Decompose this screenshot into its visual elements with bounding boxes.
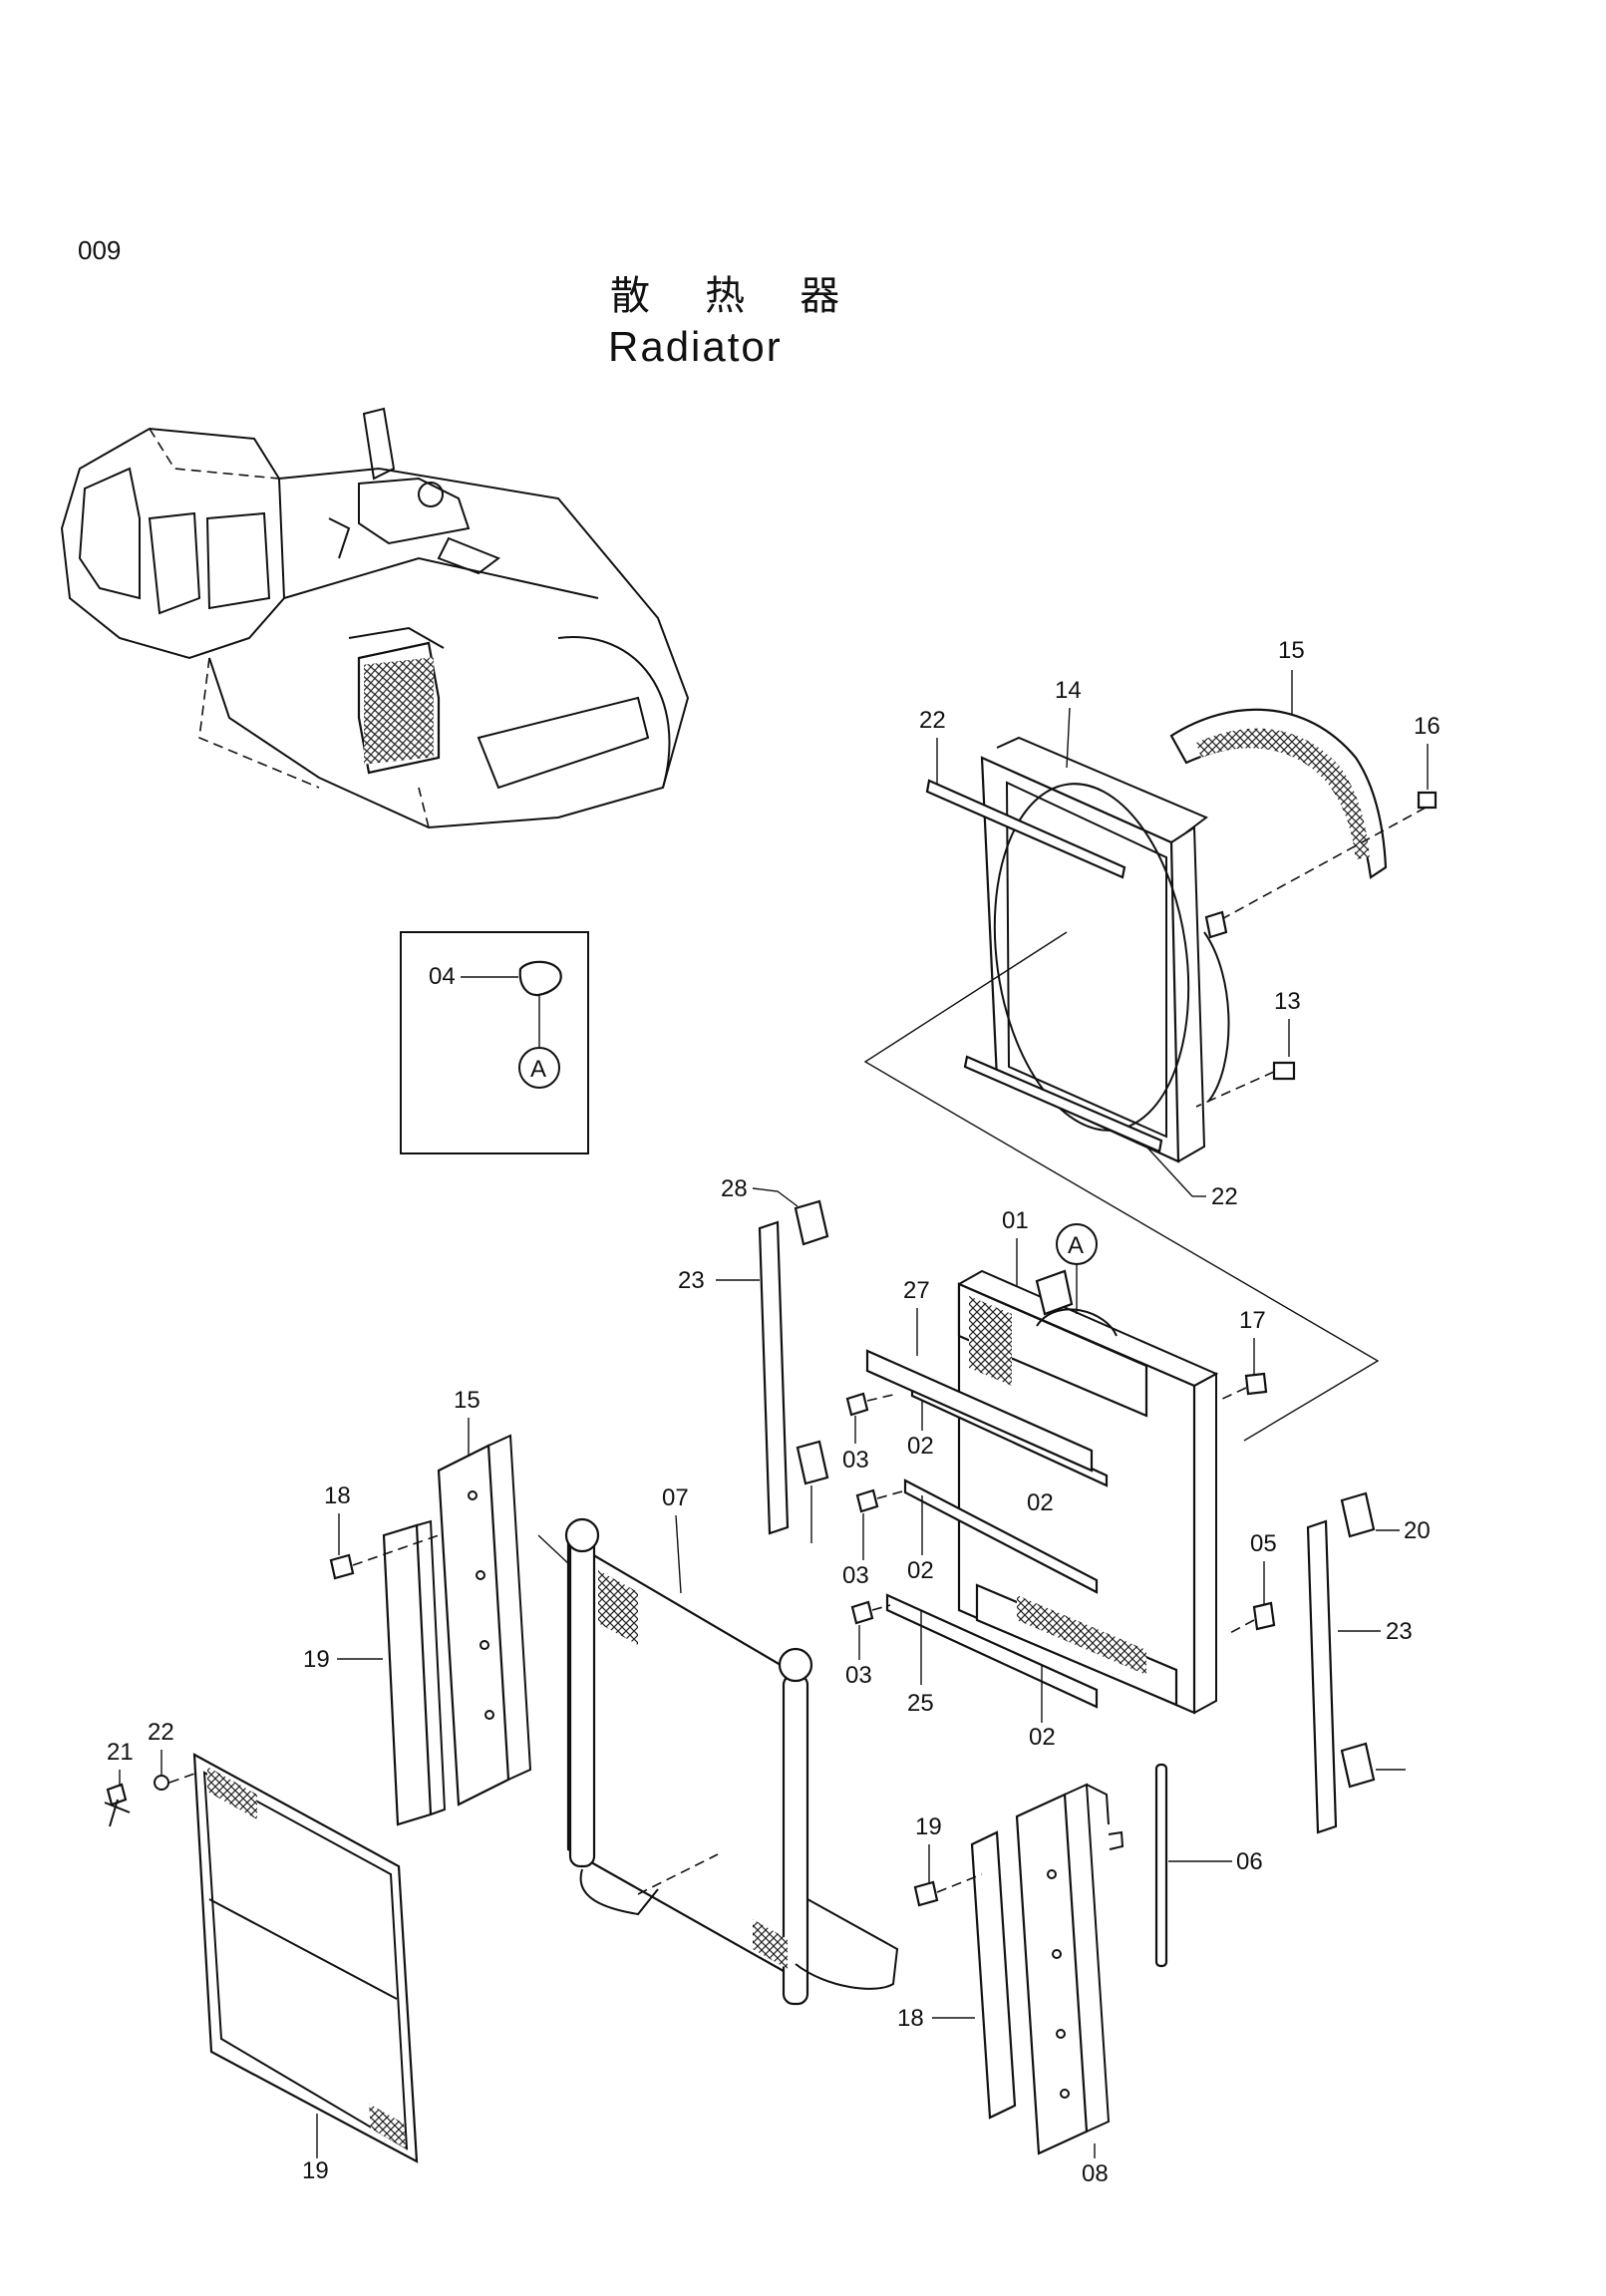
callout-07: 07 [662, 1484, 689, 1511]
callout-03-a: 03 [842, 1447, 869, 1474]
callout-11: 16 [1414, 713, 1441, 740]
title-english: Radiator [608, 323, 783, 370]
right-bracket-assembly: 08 18 19 [897, 1783, 1124, 2187]
callout-03-c: 03 [845, 1662, 872, 1689]
callout-18: 19 [302, 2157, 329, 2184]
oil-cooler-assembly: 07 [537, 1484, 899, 2006]
title-chinese: 散 热 器 [610, 274, 861, 318]
callout-10: 15 [1278, 637, 1305, 664]
callout-22-top: 22 [919, 707, 946, 734]
callout-02-c: 02 [1029, 1724, 1056, 1751]
radiator-core-assembly: 01 A 27 25 02 02 02 02 03 03 [842, 1207, 1277, 1751]
callout-20: 21 [107, 1739, 134, 1766]
left-bracket-assembly: 15 19 18 [303, 1387, 532, 1826]
callout-05: 05 [1250, 1530, 1277, 1557]
detail-marker-a-circle [518, 1047, 560, 1089]
callout-03-b: 03 [842, 1562, 869, 1589]
callout-16: 18 [897, 2005, 924, 2032]
fan-shroud-assembly: 22 22 14 15 16 13 [863, 637, 1441, 1442]
callout-14: 17 [1239, 1307, 1266, 1334]
callout-01: 01 [1002, 1207, 1029, 1234]
callout-24: 25 [907, 1690, 934, 1717]
detail-box-a: 04 A [400, 931, 589, 1154]
callout-15-right: 19 [915, 1813, 942, 1840]
callout-12: 08 [1082, 2160, 1109, 2187]
callout-25: 27 [903, 1277, 930, 1304]
callout-13: 15 [454, 1387, 481, 1414]
callout-09: 13 [1274, 988, 1301, 1015]
callout-02-a: 02 [907, 1433, 934, 1460]
page-number: 009 [78, 235, 121, 265]
detail-marker-a-label: A [530, 1056, 546, 1083]
callout-08: 14 [1055, 677, 1082, 704]
excavator-overview-drawing [60, 407, 690, 829]
callout-02-d: 02 [1027, 1489, 1054, 1516]
cap-part-04 [518, 960, 562, 997]
callout-21: 22 [148, 1719, 174, 1746]
callout-23-right: 23 [1386, 1618, 1413, 1645]
callout-27: 28 [721, 1175, 748, 1202]
screen-assembly: 19 21 22 [104, 1719, 419, 2184]
callout-19: 20 [1404, 1517, 1431, 1544]
callout-23-left: 23 [678, 1267, 705, 1294]
callout-15-left: 18 [324, 1482, 351, 1509]
svg-text:A: A [1068, 1232, 1084, 1259]
callout-02-b: 02 [907, 1557, 934, 1584]
seal-parts: 23 28 23 20 [678, 1175, 1431, 1834]
rod-part-06: 06 [1154, 1763, 1263, 1968]
callout-17: 19 [303, 1646, 330, 1673]
callout-04: 04 [429, 963, 456, 990]
callout-22-bottom: 22 [1211, 1183, 1238, 1210]
callout-06: 06 [1236, 1848, 1263, 1875]
